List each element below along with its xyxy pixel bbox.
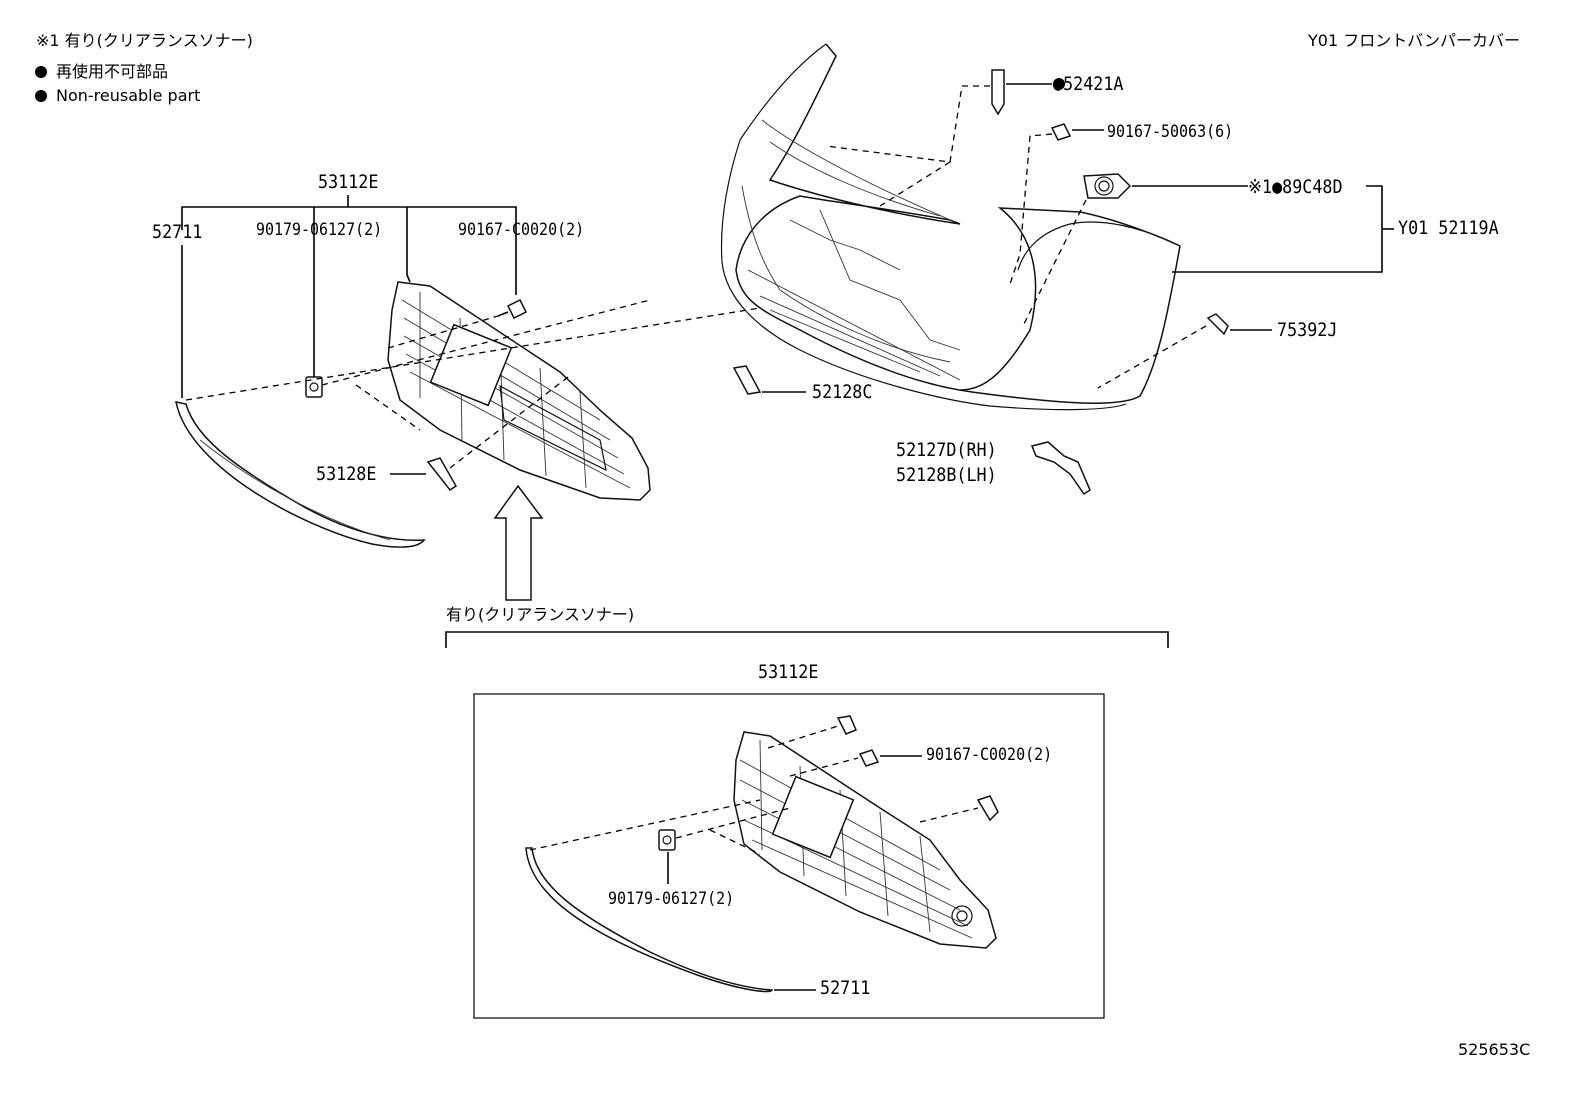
diagram-title: Y01 フロントバンパーカバー — [1308, 31, 1521, 50]
part-label-52119a[interactable]: Y01 52119A — [1398, 217, 1499, 239]
part-label-90179-06127-inset[interactable]: 90179-06127(2) — [608, 889, 735, 909]
variant-inset-frame — [473, 693, 1105, 1019]
screw-90167-50063 — [1009, 123, 1104, 285]
variant-caption: 有り(クリアランスソナー) — [446, 605, 635, 624]
inset-lower-molding — [525, 847, 816, 993]
part-label-90167-c0020[interactable]: 90167-C0020(2) — [458, 220, 585, 240]
front-bumper-cover — [720, 43, 1181, 411]
nut-clip-90179 — [305, 376, 323, 398]
part-label-90167-50063[interactable]: 90167-50063(6) — [1107, 122, 1234, 142]
inset-lower-grille — [733, 731, 997, 949]
part-label-52711[interactable]: 52711 — [152, 221, 203, 243]
lower-molding-52711 — [175, 401, 426, 548]
inset-clip-top — [836, 715, 857, 735]
retainer-52421a — [825, 69, 1065, 207]
part-label-75392j[interactable]: 75392J — [1277, 319, 1338, 341]
up-arrow-icon — [493, 484, 544, 601]
legend-japanese: 再使用不可部品 — [56, 62, 169, 81]
part-label-53112e-inset[interactable]: 53112E — [758, 661, 819, 683]
side-bracket-rh-lh — [1030, 441, 1091, 496]
assembly-leader-lines — [185, 299, 761, 469]
inset-clip-right — [976, 795, 999, 822]
inset-leader-lines — [529, 725, 979, 855]
screw-90167-c0020 — [497, 298, 528, 320]
lower-grille-assembly — [387, 281, 651, 501]
clearance-sonar-89c48d — [1023, 173, 1248, 325]
part-label-52421a[interactable]: ●52421A — [1053, 73, 1124, 95]
inset-nut-clip — [658, 829, 676, 884]
cap-52128c — [732, 365, 806, 395]
part-label-89c48d[interactable]: ※1●89C48D — [1248, 176, 1343, 198]
diagram-id: 525653C — [1458, 1040, 1531, 1059]
part-label-53112e[interactable]: 53112E — [318, 171, 379, 193]
clip-75392j — [1097, 313, 1272, 389]
part-label-90179-06127[interactable]: 90179-06127(2) — [256, 220, 383, 240]
variant-bracket — [445, 631, 1169, 648]
non-reusable-bullet-icon — [35, 66, 47, 78]
callout-bracket-52119a — [1172, 185, 1394, 273]
part-label-53128e[interactable]: 53128E — [316, 463, 377, 485]
part-label-52711-inset[interactable]: 52711 — [820, 977, 871, 999]
part-label-52128b-lh[interactable]: 52128B(LH) — [896, 464, 997, 486]
callout-bracket-53112e — [181, 195, 517, 398]
part-label-52128c[interactable]: 52128C — [812, 381, 873, 403]
sonar-footnote: ※1 有り(クリアランスソナー) — [36, 31, 253, 50]
part-label-90167-c0020-inset[interactable]: 90167-C0020(2) — [926, 745, 1053, 765]
part-label-52127d-rh[interactable]: 52127D(RH) — [896, 439, 997, 461]
bracket-53128e — [390, 457, 457, 492]
non-reusable-bullet-icon — [35, 90, 47, 102]
legend-english: Non-reusable part — [56, 86, 201, 105]
inset-screw — [858, 749, 922, 767]
